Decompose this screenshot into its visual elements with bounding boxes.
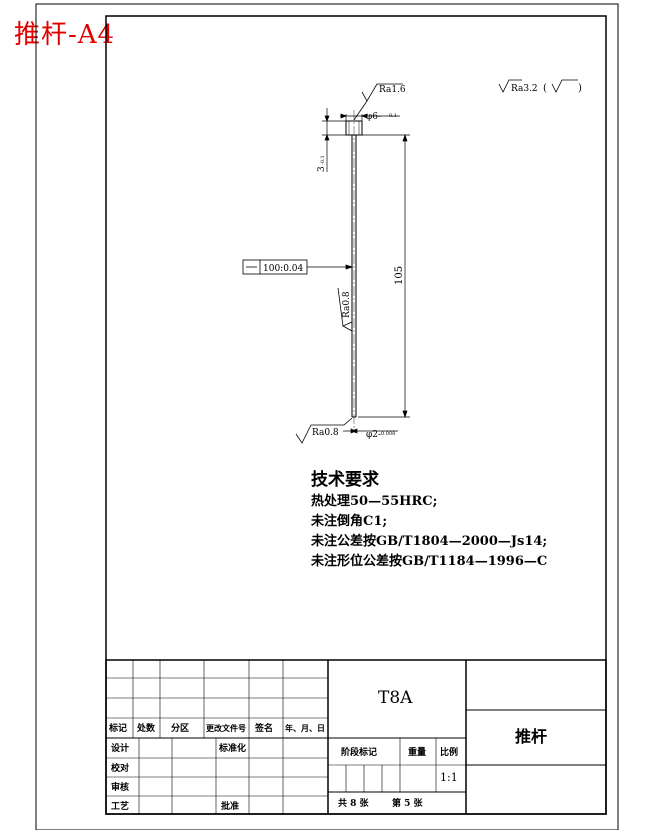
sheets-total: 共 8 张 [338,797,370,809]
surface-symbol-mid [337,287,353,332]
head-diameter-tol: 0.1 [389,113,397,119]
surface-top-label: Ra1.6 [379,85,406,95]
corner-title: 推杆-A4 [14,20,116,50]
overall-length-dim: 105 [394,266,405,285]
general-roughness-value: Ra3.2 [511,84,538,94]
row-approve: 批准 [221,800,239,812]
svg-text:): ) [578,83,582,94]
general-roughness-note: Ra3.2 ( ) [498,79,582,94]
svg-text:(: ( [543,83,547,94]
weight-label: 重量 [408,746,426,758]
row-check: 校对 [111,762,129,774]
requirement-line: 未注公差按GB/T1804—2000—Js14; [311,534,548,549]
straightness-callout [242,259,354,275]
push-rod-part [345,110,363,428]
part-name: 推杆 [515,727,547,746]
requirement-line: 未注形位公差按GB/T1184—1996—C [311,554,548,569]
straightness-value: 100:0.04 [263,264,304,274]
technical-requirements: 技术要求 热处理50—55HRC; 未注倒角C1; 未注公差按GB/T1804—… [311,470,547,572]
col-zone: 分区 [171,722,189,734]
col-sign: 签名 [254,722,273,734]
requirement-line: 热处理50—55HRC; [311,494,438,509]
surface-mid-label: Ra0.8 [342,291,352,318]
scale-value: 1:1 [440,771,458,784]
col-count: 处数 [136,722,156,734]
row-process: 工艺 [111,800,129,812]
surface-bottom-label: Ra0.8 [312,428,339,438]
pin-diameter-tol: 0.008 [381,431,395,437]
row-design: 设计 [111,742,129,754]
scale-label: 比例 [440,746,458,758]
surface-symbol-top [353,83,403,121]
head-length-dim: 3 [317,166,327,172]
title-block [105,659,607,815]
stage-label: 阶段标记 [341,746,377,758]
head-diameter-dim: φ6- [366,112,381,122]
outer-frame [35,3,619,830]
col-doc: 更改文件号 [206,723,246,733]
head-length-tol: -0.1 [320,155,326,165]
surface-symbol-bottom [295,417,353,444]
requirement-line: 未注倒角C1; [311,514,388,529]
pin-diameter-dim: φ2- [366,430,381,440]
material: T8A [378,688,413,708]
col-mark: 标记 [108,722,127,734]
row-standard: 标准化 [218,742,246,754]
row-review: 审核 [111,781,129,793]
requirements-heading: 技术要求 [311,470,379,490]
sheet-no: 第 5 张 [392,797,424,809]
col-date: 年、月、日 [285,723,325,733]
